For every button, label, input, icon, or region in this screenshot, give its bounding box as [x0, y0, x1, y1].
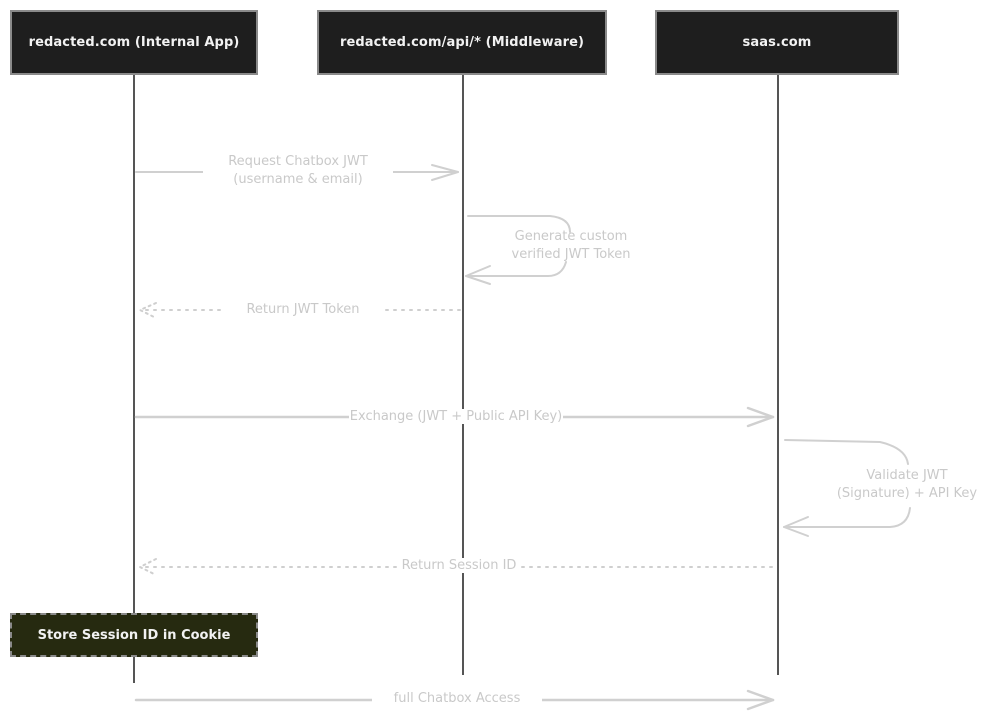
message-label-request-jwt: Request Chatbox JWT (username & email) — [203, 153, 393, 189]
message-arrow-validate-jwt — [783, 439, 911, 537]
message-label-return-session: Return Session ID — [380, 557, 538, 575]
lifeline-middleware — [462, 75, 464, 675]
message-label-validate-jwt: Validate JWT (Signature) + API Key — [812, 467, 1001, 503]
lifeline-saas — [777, 75, 779, 675]
message-label-full-access: full Chatbox Access — [372, 690, 542, 708]
message-label-line: (username & email) — [233, 172, 363, 187]
message-label-line: verified JWT Token — [511, 247, 631, 262]
message-label-return-jwt: Return JWT Token — [222, 301, 384, 319]
actor-internal-app[interactable]: redacted.com (Internal App) — [10, 10, 258, 75]
message-label-line: Exchange (JWT + Public API Key) — [348, 409, 564, 424]
actor-internal-app-label: redacted.com (Internal App) — [28, 35, 240, 50]
message-arrow-return-jwt — [139, 302, 461, 319]
message-label-line: full Chatbox Access — [393, 691, 521, 706]
message-label-generate-jwt: Generate custom verified JWT Token — [484, 228, 658, 264]
actor-saas[interactable]: saas.com — [655, 10, 899, 75]
message-label-line: (Signature) + API Key — [836, 486, 978, 501]
lifeline-internal-app — [133, 75, 135, 683]
message-label-line: Validate JWT — [866, 468, 948, 483]
actor-saas-label: saas.com — [742, 35, 812, 50]
message-label-line: Request Chatbox JWT — [228, 154, 368, 169]
message-label-exchange: Exchange (JWT + Public API Key) — [318, 408, 594, 426]
actor-middleware[interactable]: redacted.com/api/* (Middleware) — [317, 10, 607, 75]
message-arrow-generate-jwt — [465, 215, 571, 285]
note-store-session[interactable]: Store Session ID in Cookie — [10, 613, 258, 657]
note-label: Store Session ID in Cookie — [37, 627, 231, 643]
actor-middleware-label: redacted.com/api/* (Middleware) — [339, 35, 585, 50]
message-label-line: Return JWT Token — [246, 302, 360, 317]
message-label-line: Return Session ID — [399, 558, 519, 573]
message-label-line: Generate custom — [514, 229, 628, 244]
